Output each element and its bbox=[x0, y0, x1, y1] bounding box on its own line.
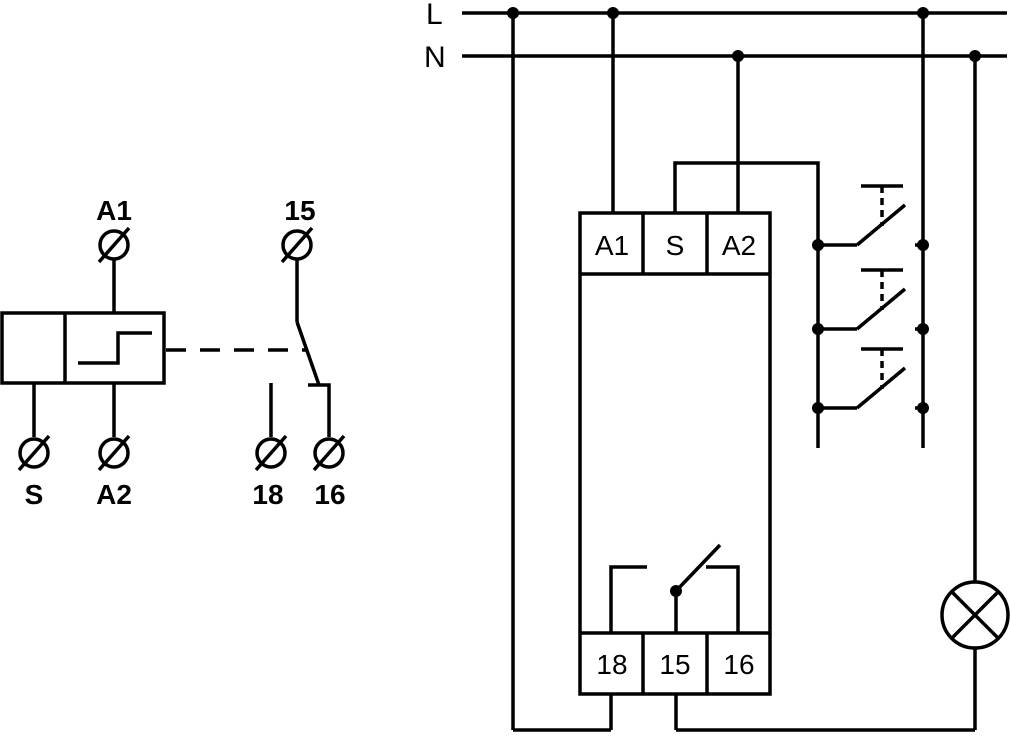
label-18: 18 bbox=[252, 479, 283, 510]
wiring-circuit bbox=[462, 11, 1010, 732]
label-16: 16 bbox=[314, 479, 345, 510]
terminal-s-icon bbox=[17, 434, 51, 472]
terminal-18-icon bbox=[254, 434, 288, 472]
terminal-16-icon bbox=[312, 434, 346, 472]
junction-dots bbox=[507, 7, 981, 597]
label-15: 15 bbox=[284, 195, 315, 226]
label-a2: A2 bbox=[96, 479, 132, 510]
label-live: L bbox=[426, 0, 443, 31]
switch-contact bbox=[295, 321, 321, 386]
label-a1: A1 bbox=[96, 195, 132, 226]
internal-contact-icon bbox=[609, 543, 740, 633]
terminal-a2-icon bbox=[97, 434, 131, 472]
relay-symbol bbox=[0, 226, 346, 472]
label-neutral: N bbox=[424, 41, 446, 74]
device-terminal-16: 16 bbox=[723, 649, 754, 680]
step-function-icon bbox=[78, 331, 152, 365]
terminal-15-icon bbox=[280, 226, 314, 264]
device-terminal-a1: A1 bbox=[595, 230, 629, 261]
device-terminal-s: S bbox=[666, 230, 685, 261]
device-terminal-a2: A2 bbox=[722, 230, 756, 261]
pushbutton-3-icon bbox=[818, 347, 923, 410]
label-s: S bbox=[25, 479, 44, 510]
terminal-a1-icon bbox=[97, 226, 131, 264]
pushbutton-2-icon bbox=[818, 268, 923, 331]
device-terminal-15: 15 bbox=[659, 649, 690, 680]
relay-device bbox=[578, 211, 772, 696]
pushbutton-1-icon bbox=[818, 184, 923, 247]
coil-box bbox=[0, 311, 166, 385]
device-terminal-18: 18 bbox=[596, 649, 627, 680]
lamp-icon bbox=[940, 580, 1010, 650]
